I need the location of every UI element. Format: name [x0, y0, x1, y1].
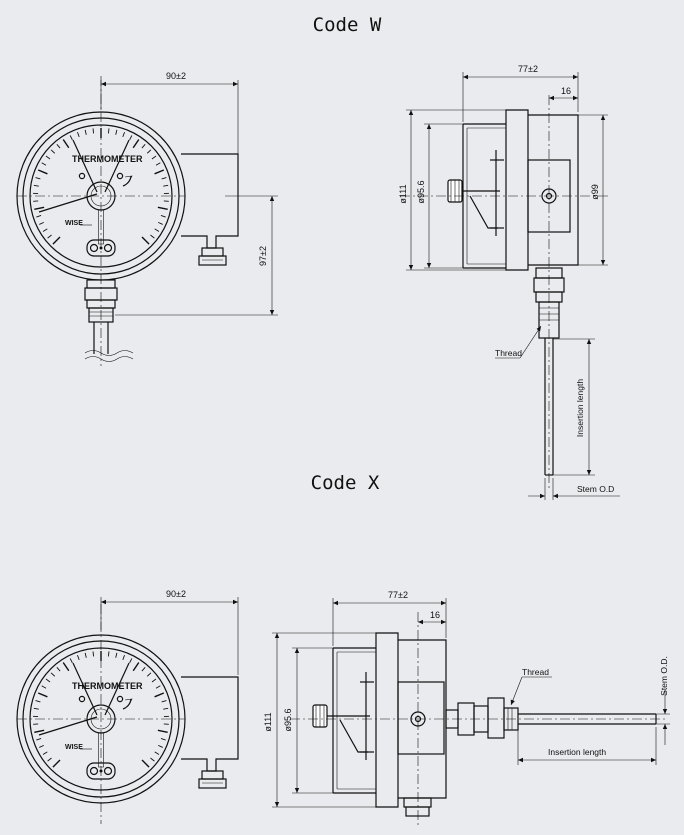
code-w-side-view: [400, 95, 610, 490]
code-x-front-view: [16, 604, 239, 824]
code-x-brand-logo: WISE: [65, 744, 83, 751]
code-x-title: Code X: [311, 472, 380, 494]
code-w-brand-logo: WISE: [65, 220, 83, 227]
code-x-dial-label: THERMOMETER: [72, 681, 143, 691]
code-w-d99-dimension: ø99: [590, 184, 600, 200]
code-x-side-view: [290, 612, 668, 825]
code-w-dial-label: THERMOMETER: [72, 154, 143, 164]
code-x-stem-label: Stem O.D.: [659, 656, 669, 696]
code-w-height-dimension: 97±2: [258, 246, 268, 266]
code-w-thread-label: Thread: [495, 348, 522, 358]
code-x-d111-dimension: ø111: [263, 712, 273, 731]
code-w-width-dimension: 90±2: [166, 71, 186, 81]
code-x-insertion-label: Insertion length: [548, 747, 606, 757]
code-x-thread-label: Thread: [522, 667, 549, 677]
code-x-d956-dimension: ø95.6: [283, 708, 293, 731]
code-w-stem-label: Stem O.D: [577, 484, 614, 494]
code-w-title: Code W: [313, 14, 382, 36]
code-x-16-dimension: 16: [430, 610, 440, 620]
code-w-depth-dimension: 77±2: [518, 64, 538, 74]
code-w-insertion-label: Insertion length: [575, 379, 585, 437]
code-w-16-dimension: 16: [561, 86, 571, 96]
code-x-width-dimension: 90±2: [166, 589, 186, 599]
code-w-d111-dimension: ø111: [398, 184, 408, 203]
code-x-depth-dimension: 77±2: [388, 590, 408, 600]
code-w-front-view: [16, 76, 239, 366]
code-w-d956-dimension: ø95.6: [416, 180, 426, 203]
